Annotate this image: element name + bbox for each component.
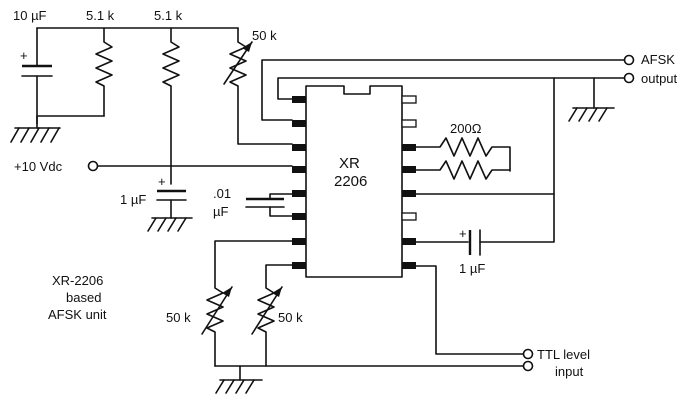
cap-1uf-right-lead-right xyxy=(479,193,555,243)
cap-01-lead-top xyxy=(269,193,293,200)
label-chip-2206: 2206 xyxy=(334,173,367,190)
output-ground-wire xyxy=(277,77,625,100)
ttl-input-wire xyxy=(415,265,524,355)
afsk-output-wire xyxy=(261,59,625,121)
pot-right-wire xyxy=(257,264,293,367)
label-ttl-1: TTL level xyxy=(537,347,590,362)
resistor-200-wire-b xyxy=(415,160,511,180)
ground-symbol-bottom xyxy=(215,379,263,394)
label-title-3: AFSK unit xyxy=(48,307,107,322)
resistor-r1 xyxy=(95,27,113,117)
cap-1uf-left-plus: + xyxy=(158,174,166,189)
label-output: output xyxy=(641,71,678,86)
label-ttl-2: input xyxy=(555,364,584,379)
resistor-200-wire-a xyxy=(415,137,511,172)
ic-right-pins xyxy=(401,95,417,269)
label-cap-1uf-right: 1 µF xyxy=(459,261,485,276)
output-ground-terminal[interactable] xyxy=(623,72,635,84)
pot-top-body xyxy=(229,27,293,145)
ground-symbol-cap xyxy=(147,217,193,232)
label-supply: +10 Vdc xyxy=(14,159,63,174)
label-cap-01-a: .01 xyxy=(213,186,231,201)
label-chip-xr: XR xyxy=(339,155,360,172)
resistor-r2 xyxy=(162,27,180,185)
pot-top-arrowhead xyxy=(242,42,252,52)
label-title-1: XR-2206 xyxy=(52,273,103,288)
pot-right-arrowhead xyxy=(272,287,282,297)
ic-left-pins xyxy=(292,96,306,269)
ic-xr2206 xyxy=(305,85,403,278)
pot-left-arrowhead xyxy=(222,287,232,297)
label-res-200: 200Ω xyxy=(450,121,482,136)
label-r1: 5.1 k xyxy=(86,8,115,23)
label-cap-1uf-left: 1 µF xyxy=(120,192,146,207)
label-cap-10uf: 10 µF xyxy=(13,8,47,23)
afsk-terminal[interactable] xyxy=(623,54,635,66)
ground-symbol-output xyxy=(568,107,615,122)
label-r2: 5.1 k xyxy=(154,8,183,23)
label-title-2: based xyxy=(66,290,101,305)
label-pot-top: 50 k xyxy=(252,28,277,43)
cap-01-lead-bottom xyxy=(269,206,293,217)
supply-terminal[interactable] xyxy=(87,160,99,172)
pot-left-wire xyxy=(206,240,293,367)
label-afsk: AFSK xyxy=(641,52,675,67)
cap-1uf-right-plus: + xyxy=(459,226,467,241)
ttl-terminal[interactable] xyxy=(522,348,534,360)
cap-10uf-plus-sign: + xyxy=(20,48,28,63)
bottom-ground-terminal[interactable] xyxy=(522,360,534,372)
label-pot-left: 50 k xyxy=(166,310,191,325)
ground-symbol-left xyxy=(10,115,61,143)
label-cap-01-b: µF xyxy=(213,204,228,219)
label-pot-right: 50 k xyxy=(278,310,303,325)
